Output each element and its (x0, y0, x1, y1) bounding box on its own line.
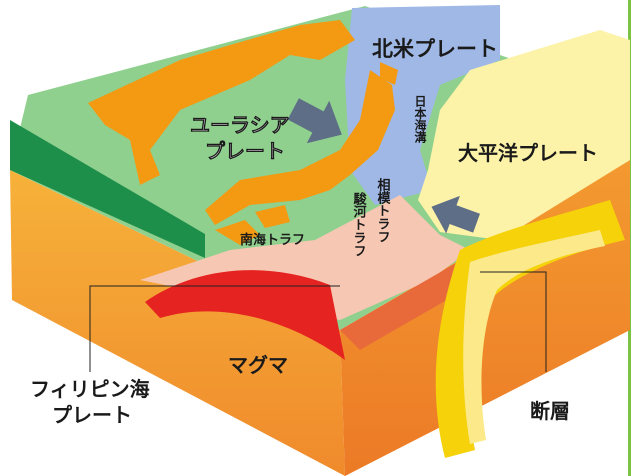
plate-motion-arrow (431, 195, 480, 234)
japan-trench-label: 日本海溝 (413, 95, 427, 144)
subducting-slab (145, 270, 345, 360)
philippine-sea-plate-label-1: フィリピン海 (30, 377, 150, 401)
japan-landmass (88, 20, 398, 245)
pacific-slab-highlight (463, 230, 605, 444)
eurasian-plate-label-2: プレート (205, 139, 285, 163)
fault-label: 断層 (530, 399, 570, 423)
fault-leader-line (480, 271, 547, 372)
eurasian-plate-label-1: ユーラシア (190, 113, 290, 137)
pacific-plate-label: 大平洋プレート (458, 141, 598, 165)
suruga-trough-label: 駿河トラフ (351, 191, 367, 257)
sagami-trough-label: 相模トラフ (375, 177, 391, 243)
green-edge-strip (10, 120, 205, 258)
philippine-sea-plate-label-2: プレート (52, 403, 132, 427)
north-american-plate-label: 北米プレート (372, 37, 498, 61)
nankai-trough-label: 南海トラフ (240, 232, 305, 248)
north-american-plate-region (345, 5, 500, 205)
plate-motion-arrow (287, 98, 342, 144)
front-cross-section (10, 170, 345, 476)
philippine-leader-line (89, 285, 340, 372)
pacific-plate-region (418, 30, 630, 240)
magma-label: マグマ (228, 353, 288, 377)
